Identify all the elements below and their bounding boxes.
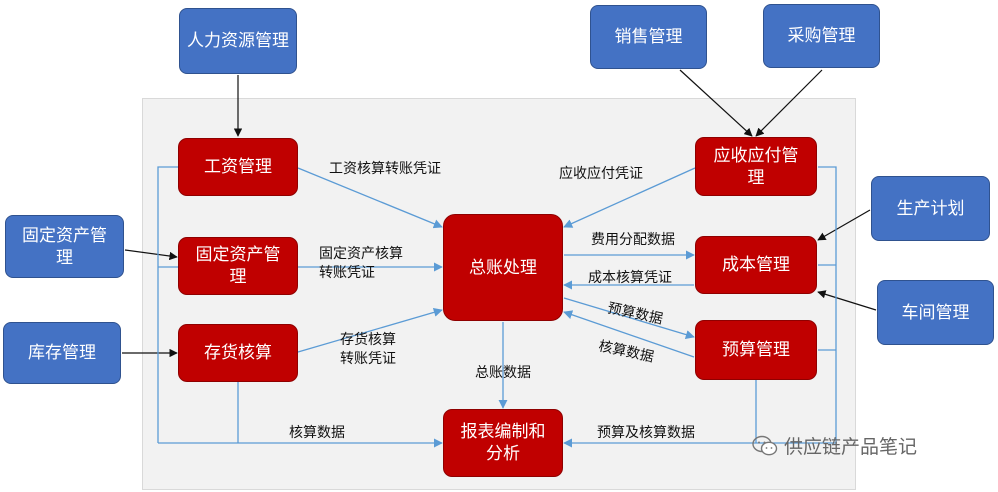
label-inventory-voucher: 存货核算 转账凭证 [340, 332, 396, 367]
module-cost-management: 成本管理 [695, 236, 817, 294]
label-salary-voucher: 工资核算转账凭证 [329, 161, 441, 177]
watermark-text: 供应链产品笔记 [784, 436, 918, 458]
label-arap-voucher: 应收应付凭证 [559, 166, 643, 182]
label-expense-allocation: 费用分配数据 [591, 232, 675, 248]
external-production-plan: 生产计划 [871, 176, 990, 241]
line-right-collector [818, 166, 837, 443]
external-fixed-asset-management: 固定资产管 理 [5, 215, 124, 278]
arrow-plan-to-cost [817, 209, 871, 241]
module-fixed-asset-management: 固定资产管 理 [178, 237, 298, 295]
wechat-icon [752, 435, 778, 455]
module-ar-ap-management: 应收应付管 理 [695, 137, 817, 196]
label-budget-and-accounting: 预算及核算数据 [597, 425, 695, 441]
arrow-fixedasset-in [124, 249, 178, 261]
arrow-inventory-to-ledger [297, 307, 443, 353]
external-hr-management: 人力资源管理 [179, 8, 297, 74]
arrow-purchase-to-arap [755, 69, 823, 137]
label-cost-voucher: 成本核算凭证 [588, 270, 672, 286]
module-budget-management: 预算管理 [695, 320, 817, 380]
arrow-sales-to-arap [679, 69, 753, 137]
label-accounting-data-report: 核算数据 [289, 425, 345, 441]
module-general-ledger: 总账处理 [443, 214, 563, 321]
external-sales-management: 销售管理 [590, 5, 707, 69]
module-salary-management: 工资管理 [178, 138, 298, 196]
module-inventory-accounting: 存货核算 [178, 324, 298, 382]
external-workshop-management: 车间管理 [877, 280, 994, 345]
watermark: 供应链产品笔记 [752, 432, 917, 459]
line-left-collector [157, 166, 178, 443]
external-purchase-management: 采购管理 [763, 4, 880, 68]
label-ledger-data: 总账数据 [475, 365, 531, 381]
arrow-ledger-to-budget [563, 297, 695, 340]
label-asset-voucher: 固定资产核算 转账凭证 [319, 246, 403, 281]
arrow-workshop-to-cost [817, 290, 877, 311]
arrow-salary-to-ledger [297, 167, 443, 229]
arrow-arap-to-ledger [563, 167, 696, 228]
module-report-analysis: 报表编制和 分析 [443, 409, 563, 477]
external-inventory-management: 库存管理 [3, 322, 121, 384]
arrow-budget-to-ledger [563, 310, 695, 358]
